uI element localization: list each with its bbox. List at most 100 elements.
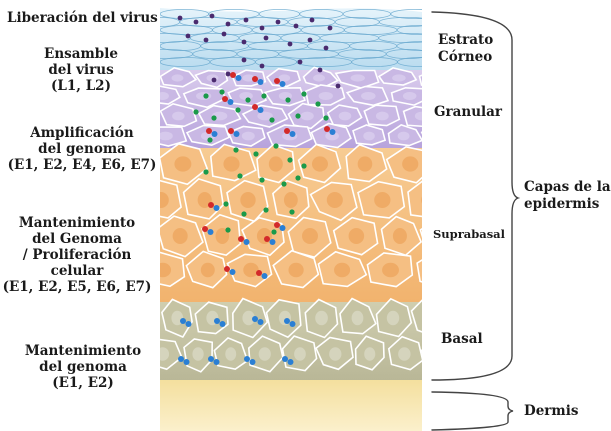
cell-nucleus [435, 347, 447, 361]
cell-nucleus [329, 347, 341, 361]
episome-dot [258, 319, 264, 325]
episome-dot [206, 128, 212, 134]
genome-dot [207, 137, 212, 142]
label-dermis: Dermis [524, 403, 578, 420]
cell-nucleus [352, 311, 364, 325]
cell-nucleus [173, 228, 188, 244]
genome-dot [193, 109, 198, 114]
episome-dot [202, 226, 208, 232]
episome-dot [186, 321, 192, 327]
episome-dot [330, 129, 336, 135]
cell-nucleus [288, 263, 303, 277]
label-amplificacion-genoma: Amplificación del genoma (E1, E2, E4, E6… [6, 125, 158, 173]
virion-dot [222, 32, 227, 37]
cell-nucleus [158, 132, 173, 141]
virion-dot [298, 60, 303, 65]
episome-dot [282, 356, 288, 362]
cell-nucleus [382, 263, 399, 277]
genome-dot [261, 93, 266, 98]
label-capas-epidermis: Capas de la epidermis [524, 179, 611, 213]
episome-dot [178, 356, 184, 362]
cell-nucleus [312, 156, 328, 171]
episome-dot [224, 266, 230, 272]
cell-nucleus [349, 228, 365, 244]
episome-dot [236, 75, 242, 81]
episome-dot [208, 356, 214, 362]
virion-dot [276, 20, 281, 25]
label-ensamble-virus: Ensamble del virus (L1, L2) [20, 46, 142, 94]
cell-nucleus [387, 311, 399, 325]
cell-nucleus [153, 192, 169, 208]
cell-nucleus [363, 132, 375, 141]
genome-dot [259, 177, 264, 182]
genome-dot [287, 157, 292, 162]
cell-nucleus [431, 263, 447, 277]
genome-dot [281, 181, 286, 186]
cell-nucleus [339, 112, 352, 121]
episome-dot [274, 222, 280, 228]
label-mantenimiento-genoma: Mantenimiento del genoma (E1, E2) [18, 343, 148, 391]
episome-dot [234, 131, 240, 137]
episome-dot [288, 359, 294, 365]
genome-dot [237, 173, 242, 178]
cell-nucleus [313, 74, 325, 81]
episome-dot [256, 270, 262, 276]
episome-dot [228, 128, 234, 134]
granular-cell [422, 125, 458, 146]
virion-dot [186, 34, 191, 39]
virion-dot [260, 26, 265, 31]
virion-dot [226, 22, 231, 27]
label-basal: Basal [441, 331, 483, 348]
cell-nucleus [430, 74, 442, 81]
cell-nucleus [351, 74, 365, 81]
episome-dot [184, 359, 190, 365]
cell-nucleus [284, 192, 298, 208]
cell-nucleus [242, 132, 255, 141]
genome-dot [223, 201, 228, 206]
virion-dot [212, 78, 217, 83]
cell-nucleus [327, 192, 343, 208]
cell-nucleus [315, 311, 328, 325]
genome-dot [295, 113, 300, 118]
episome-dot [284, 128, 290, 134]
cell-nucleus [156, 92, 169, 100]
cell-nucleus [174, 156, 191, 171]
genome-dot [315, 101, 320, 106]
genome-dot [233, 147, 238, 152]
virion-dot [288, 42, 293, 47]
episome-dot [230, 72, 236, 78]
episome-dot [324, 126, 330, 132]
episome-dot [290, 131, 296, 137]
virion-dot [194, 20, 199, 25]
episome-dot [214, 205, 220, 211]
label-granular: Granular [434, 104, 502, 121]
cell-nucleus [398, 347, 410, 361]
genome-dot [273, 143, 278, 148]
genome-dot [235, 107, 240, 112]
genome-dot [203, 169, 208, 174]
cell-nucleus [156, 347, 169, 361]
suprabasal-cell [139, 180, 182, 219]
virion-dot [294, 24, 299, 29]
cell-nucleus [301, 112, 314, 121]
episome-dot [208, 229, 214, 235]
genome-dot [211, 115, 216, 120]
genome-dot [219, 89, 224, 94]
episome-dot [214, 359, 220, 365]
cell-nucleus [259, 347, 271, 361]
episome-dot [244, 356, 250, 362]
genome-dot [203, 93, 208, 98]
episome-dot [290, 321, 296, 327]
episome-dot [252, 316, 258, 322]
cell-nucleus [154, 263, 171, 277]
cell-nucleus [433, 132, 445, 141]
genome-dot [263, 207, 268, 212]
episome-dot [222, 96, 228, 102]
virion-dot [178, 16, 183, 21]
episome-dot [270, 239, 276, 245]
cell-nucleus [192, 347, 203, 361]
virion-dot [328, 26, 333, 31]
cell-nucleus [279, 74, 291, 81]
virion-dot [264, 36, 269, 41]
genome-dot [225, 227, 230, 232]
